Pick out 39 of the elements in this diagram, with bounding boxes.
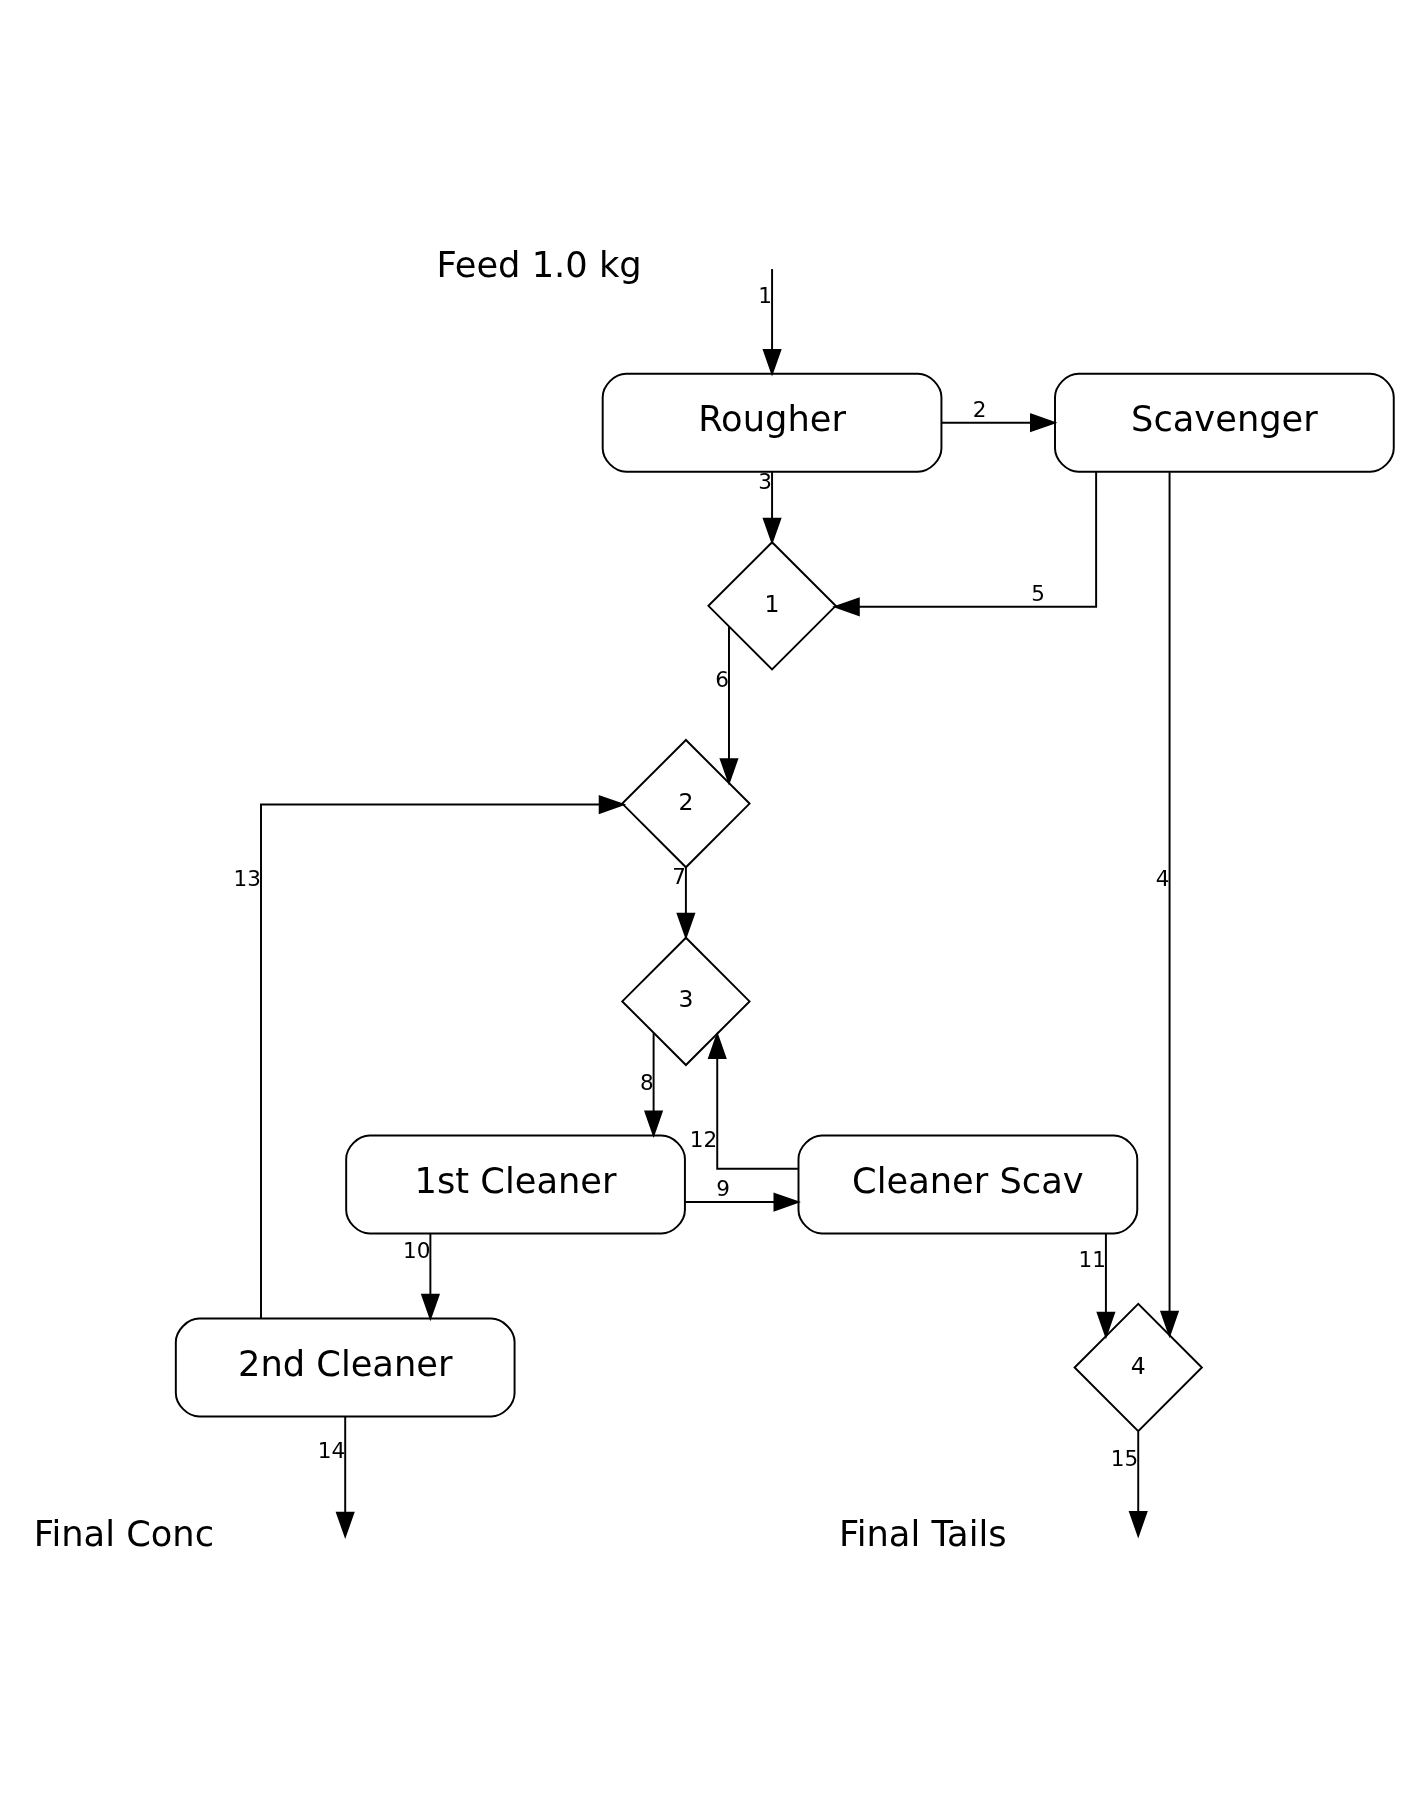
node-box: 1st Cleaner [345,1134,686,1234]
edge-label: 12 [689,1126,718,1152]
edge-label: 9 [716,1175,730,1201]
edge-label: 2 [972,396,987,421]
arrow [719,625,739,786]
node-box: Scavenger [1054,372,1395,473]
node-diamond: 2 [620,738,751,869]
edge-label: 13 [233,865,261,891]
node-diamond: 3 [620,935,751,1066]
edge-label: 1 [758,282,773,308]
arrow [1128,1430,1148,1538]
arrow [1096,1232,1116,1339]
arrow [762,470,782,545]
arrow [644,1031,664,1138]
label: Final Tails [839,1512,1007,1554]
arrow [260,794,627,1320]
arrow [940,412,1058,432]
arrow [335,1415,355,1539]
edge-label: 4 [1155,865,1170,891]
arrow [707,1031,799,1170]
edge-label: 15 [1110,1445,1139,1471]
arrow [420,1232,440,1321]
node-box: Rougher [601,372,943,473]
edge-label: 10 [402,1237,431,1263]
edge-label: 8 [639,1069,654,1095]
arrow [684,1191,801,1212]
arrow [832,470,1098,616]
label: Feed 1.0 kg [436,243,642,285]
edge-label: 11 [1078,1246,1106,1272]
arrow [762,267,782,377]
label: Final Conc [33,1512,215,1554]
arrow [1159,470,1180,1338]
node-diamond: 1 [707,540,838,671]
node-diamond: 4 [1073,1302,1204,1433]
node-box: 2nd Cleaner [174,1317,516,1417]
arrow [676,865,696,940]
node-box: Cleaner Scav [797,1134,1139,1234]
edge-label: 5 [1031,580,1045,606]
edge-label: 14 [317,1437,346,1463]
